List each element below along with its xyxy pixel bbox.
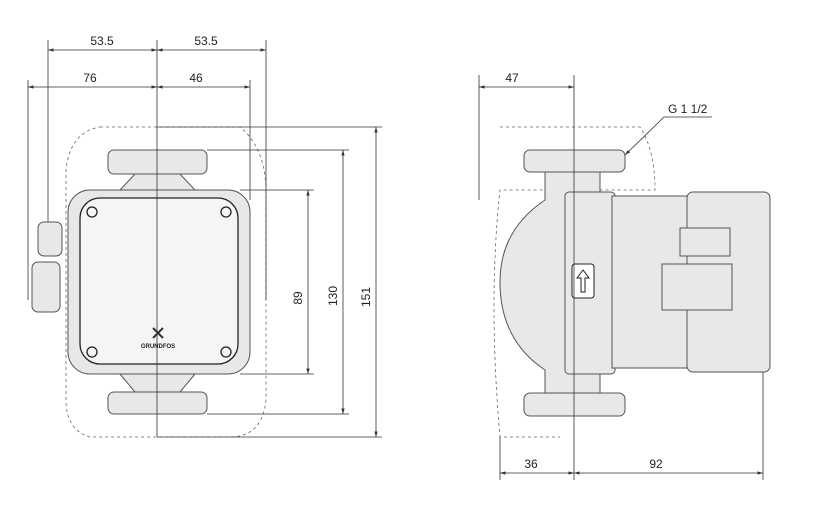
dim-inner-height: 89 [291,291,305,305]
dim-side-bottom-right: 92 [649,457,663,471]
thread-label: G 1 1/2 [668,102,708,116]
grundfos-logo-icon [152,327,164,339]
side-view: G 1 1/2 47 36 92 [478,71,771,480]
power-connector [31,261,61,313]
control-box-face [79,197,239,365]
dim-side-bottom-left: 36 [524,457,538,471]
screw-icon [220,346,232,358]
flow-direction-arrow-icon [576,269,590,293]
front-envelope-outline [65,126,267,438]
screw-icon [86,206,98,218]
side-signal-connector [679,227,731,257]
top-neck [118,173,197,191]
dim-side-top: 47 [505,71,519,85]
side-bottom-flange [523,392,626,417]
side-envelope-outline [493,126,656,438]
side-power-connector [661,263,733,311]
top-flange [107,149,208,175]
dim-left: 76 [83,71,97,85]
screw-icon [220,206,232,218]
signal-connector [37,221,63,257]
bottom-neck [118,373,197,393]
flow-arrow-box [571,263,595,299]
svg-text:GRUNDFOS: GRUNDFOS [141,344,175,350]
dim-top-left: 53.5 [90,34,114,48]
dim-top-right: 53.5 [194,34,218,48]
front-view: GRUNDFOS 53.5 53.5 76 46 89 130 151 [27,34,382,438]
side-top-flange [523,149,626,173]
dim-right: 46 [189,71,203,85]
screw-icon [86,346,98,358]
bottom-flange [107,391,208,415]
dim-flange-height: 130 [326,286,340,306]
dim-total-height: 151 [359,287,373,307]
